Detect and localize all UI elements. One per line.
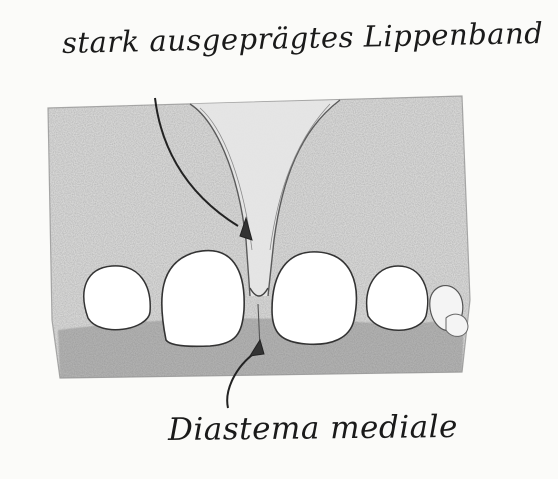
tooth-left-central xyxy=(162,251,244,347)
tooth-right-central xyxy=(272,252,356,344)
label-diastema: Diastema mediale xyxy=(168,409,458,448)
tooth-right-lateral xyxy=(367,266,428,330)
tooth-left-lateral xyxy=(84,266,150,330)
tooth-far-right xyxy=(446,314,468,336)
